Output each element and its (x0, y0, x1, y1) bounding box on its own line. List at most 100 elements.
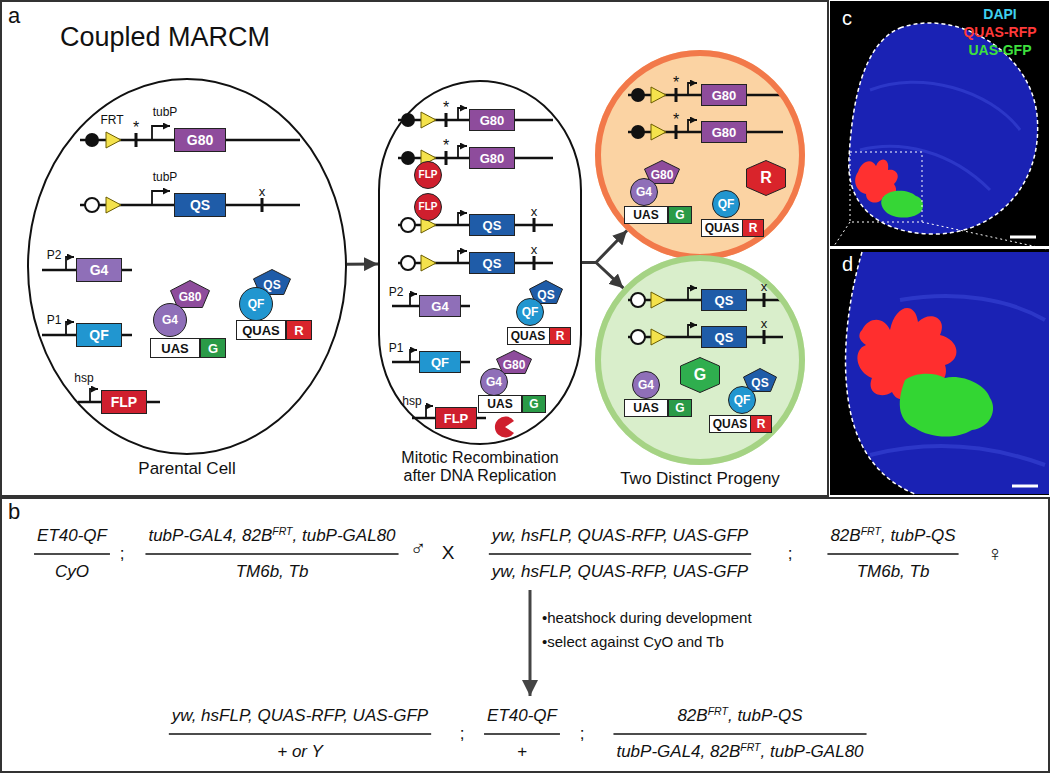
protein-circle-outline (729, 387, 756, 414)
mutation-mark-line: * (673, 74, 679, 92)
sex-symbol: ♀ (987, 541, 1004, 566)
panel-letter: c (842, 7, 852, 29)
fraction-bar (145, 553, 398, 555)
promoter-label: P1 (47, 313, 62, 327)
transgene-line (90, 389, 98, 402)
gene-label: R (556, 330, 565, 342)
gene-box: G4 (76, 258, 122, 282)
genotype-text: , tubP-GAL80 (761, 742, 864, 761)
promoter-label: P2 (389, 285, 404, 299)
micrograph (846, 252, 1049, 494)
gene-label: QF (248, 298, 265, 310)
genotype-text: yw, hsFLP, QUAS-RFP, UAS-GFP (492, 526, 748, 545)
gene-label: QF (718, 198, 735, 210)
gene-box: G (668, 206, 692, 224)
gene-box: QF (419, 351, 461, 373)
gene-box-outline (523, 396, 546, 413)
sex-symbol-line: ♂ (410, 537, 427, 561)
gene-label: QS (483, 219, 502, 232)
gene-box-outline (669, 207, 692, 224)
site-label-line: FRT (100, 114, 123, 127)
gene-label: QS (263, 279, 280, 291)
promoter-label-line: P2 (389, 286, 404, 299)
gene-label: G (694, 367, 706, 383)
fraction-bar (484, 733, 560, 735)
reporter-hexagon: R (746, 160, 786, 196)
separator-line: ; (788, 545, 793, 564)
gene-label: UAS (161, 342, 188, 355)
dividing-cell-outline (379, 81, 581, 444)
gene-label: QS (483, 257, 502, 270)
genotype-text: ET40-QF (37, 526, 107, 545)
gene-label: QS (190, 198, 210, 212)
gene-box: UAS (624, 206, 668, 224)
gene-label: G4 (638, 379, 654, 391)
separator-line: ; (580, 725, 585, 744)
gene-box-outline (625, 400, 668, 417)
mutation-mark: x (761, 279, 768, 294)
gene-label: QS (751, 377, 768, 389)
panel-frame (1, 1, 828, 496)
transgene-line (410, 350, 417, 362)
mutation-mark-line: x (761, 280, 768, 294)
gene-box-outline (669, 400, 692, 417)
gene-label: G4 (486, 376, 502, 388)
mutation-mark-line: * (443, 99, 449, 117)
gene-box: QUAS (709, 415, 752, 433)
gene-box-outline (701, 220, 743, 237)
separator: ; (120, 544, 125, 563)
promoter-label: tubP (153, 170, 178, 184)
gene-box: G80 (701, 121, 747, 143)
gene-box-outline (470, 148, 515, 169)
gene-box-outline (709, 416, 751, 433)
parental-chromosome (106, 197, 121, 213)
protein-circle-outline (481, 369, 508, 396)
protein-circle: QF (516, 298, 544, 326)
gene-label: G (208, 342, 218, 355)
procedure-note-line: •heatshock during development (542, 610, 752, 627)
gene-label: QS (715, 294, 734, 307)
gene-box: R (742, 219, 764, 237)
gene-label: QF (431, 356, 449, 369)
genotype-text-line: ET40-QF (487, 707, 557, 726)
gene-box: G (200, 338, 226, 358)
protein-circle: QF (728, 386, 756, 414)
separator-line: ; (120, 545, 125, 564)
micrograph (922, 222, 1047, 249)
gene-box-outline (175, 129, 226, 152)
protein-circle: G4 (480, 368, 508, 396)
promoter-label-line: tubP (153, 106, 178, 119)
parental-chromosome (106, 132, 121, 148)
separator: ; (788, 544, 793, 563)
panel-letter: b (8, 499, 20, 524)
gene-label: R (757, 418, 766, 430)
repressor-pentagon-outline (497, 351, 532, 374)
parental-chromosome (85, 133, 99, 147)
gene-box-outline (702, 122, 747, 143)
panel-letter-line: b (8, 500, 20, 524)
gene-box: QS (701, 326, 747, 348)
promoter-label: tubP (153, 105, 178, 119)
dividing-cell: Mitotic Recombination after DNA Replicat… (378, 80, 582, 445)
gene-box-outline (201, 339, 226, 358)
channel-label: UAS-GFP (969, 42, 1032, 58)
channel-label-line: DAPI (983, 7, 1016, 22)
gene-box-outline (436, 408, 477, 429)
gene-box: QF (76, 323, 122, 347)
mutation-mark: x (531, 242, 538, 257)
progeny-cell-shape (595, 50, 805, 260)
flp-enzyme-outline (415, 162, 442, 189)
gene-label: G80 (187, 133, 213, 147)
reporter-hexagon-outline (747, 161, 786, 196)
gene-box-outline (470, 110, 515, 131)
gene-label: G80 (503, 359, 526, 371)
mutation-mark-line: x (531, 205, 538, 219)
gene-box: QUAS (236, 320, 286, 340)
gene-label: UAS (487, 398, 512, 410)
transgene-line (66, 257, 74, 270)
genotype-text: TM6b, Tb (857, 562, 930, 581)
gene-box-outline (751, 416, 772, 433)
protein-circle: QF (239, 287, 273, 321)
panel-title: Coupled MARCM (60, 22, 270, 52)
